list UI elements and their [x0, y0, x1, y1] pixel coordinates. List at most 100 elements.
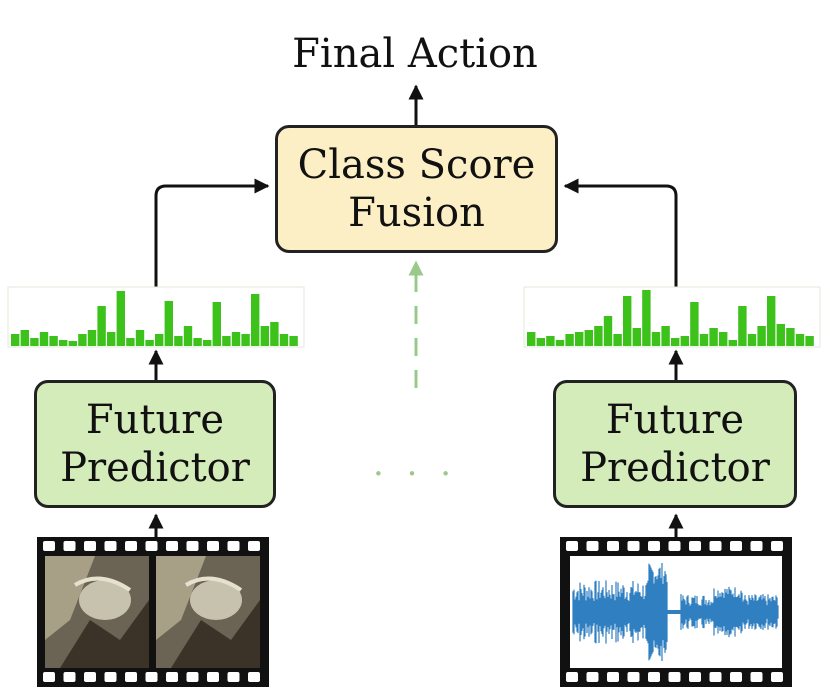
- sprocket-hole: [248, 672, 260, 682]
- sprocket-hole: [166, 541, 178, 551]
- sprocket-hole: [648, 672, 660, 682]
- histogram-bar: [776, 324, 785, 346]
- histogram-bar: [193, 338, 202, 346]
- histogram-bar: [39, 332, 49, 346]
- histogram-bar: [747, 334, 757, 346]
- histogram-bar: [270, 322, 279, 346]
- histogram-bar: [251, 294, 260, 346]
- histogram-bar: [738, 306, 747, 346]
- histogram-bar: [97, 306, 106, 346]
- sprocket-hole: [627, 672, 640, 682]
- histogram-bar: [757, 326, 766, 346]
- sprocket-hole: [771, 672, 783, 682]
- histogram-bar: [613, 334, 622, 346]
- sprocket-hole: [186, 672, 199, 682]
- video-frames-input: [37, 537, 269, 687]
- histogram-bar: [805, 336, 814, 346]
- histogram-bar: [49, 336, 58, 346]
- histogram-bar: [11, 334, 20, 346]
- predictor-left-line1: Future: [85, 397, 225, 443]
- sprocket-hole: [63, 541, 76, 551]
- histogram-bar: [690, 302, 699, 346]
- histogram-bar: [241, 334, 250, 346]
- sprocket-hole: [668, 672, 681, 682]
- histogram-bar: [183, 326, 193, 346]
- audio-waveform-input: [560, 537, 792, 687]
- sprocket-hole: [145, 672, 158, 682]
- histogram-bar: [651, 332, 661, 346]
- histogram-bar: [527, 332, 536, 346]
- histogram-bar: [728, 340, 737, 346]
- histogram-bar: [671, 338, 680, 346]
- sprocket-hole: [104, 541, 117, 551]
- sprocket-hole: [750, 672, 763, 682]
- sprocket-hole: [186, 541, 199, 551]
- sprocket-hole: [63, 672, 76, 682]
- sprocket-hole: [586, 541, 599, 551]
- predictor-right-line1: Future: [605, 397, 745, 443]
- histogram-bar: [164, 301, 173, 346]
- histogram-bar: [786, 328, 795, 346]
- arrow-right-to-fusion: [563, 178, 678, 287]
- sprocket-hole: [607, 672, 619, 682]
- sprocket-hole: [84, 672, 96, 682]
- sprocket-hole: [709, 672, 722, 682]
- histogram-bar: [555, 340, 565, 346]
- histogram-bar: [107, 332, 116, 346]
- sprocket-hole: [668, 541, 681, 551]
- histogram-bar: [68, 341, 77, 346]
- histogram-bar: [289, 336, 298, 346]
- sprocket-hole: [145, 541, 158, 551]
- histogram-bar: [20, 330, 29, 346]
- histogram-bar: [565, 334, 574, 346]
- sprocket-hole: [125, 541, 137, 551]
- predictor-left-line2: Predictor: [60, 445, 250, 491]
- sprocket-hole: [566, 541, 578, 551]
- arrow-left-to-fusion: [154, 178, 270, 287]
- histogram-bar: [260, 326, 269, 346]
- sprocket-hole: [125, 672, 137, 682]
- sprocket-hole: [207, 541, 219, 551]
- sprocket-hole: [750, 541, 763, 551]
- sprocket-hole: [84, 541, 96, 551]
- histogram-bar: [623, 296, 632, 346]
- histogram-bar: [795, 334, 805, 346]
- histogram-bar: [222, 336, 231, 346]
- histogram-bar: [575, 332, 584, 346]
- histogram-bar: [536, 338, 545, 346]
- sprocket-hole: [104, 672, 117, 682]
- histogram-bar: [632, 328, 641, 346]
- fusion-line1: Class Score: [297, 142, 536, 188]
- predictor-right-line2: Predictor: [580, 445, 770, 491]
- sprocket-hole: [586, 672, 599, 682]
- histogram-bar: [642, 290, 651, 346]
- sprocket-hole: [689, 672, 701, 682]
- histogram-bar: [279, 334, 289, 346]
- sprocket-hole: [248, 541, 260, 551]
- sprocket-hole: [709, 541, 722, 551]
- histogram-bar: [78, 334, 87, 346]
- histogram-bar: [116, 291, 125, 346]
- histogram-bar: [203, 340, 212, 346]
- future-predictor-right: Future Predictor: [553, 380, 797, 508]
- sprocket-hole: [607, 541, 619, 551]
- class-score-histogram-left: [7, 286, 305, 348]
- sprocket-hole: [43, 541, 55, 551]
- sprocket-hole: [43, 672, 55, 682]
- histogram-bar: [155, 334, 164, 346]
- class-score-histogram-right: [523, 286, 821, 348]
- fusion-line2: Fusion: [348, 190, 485, 236]
- sprocket-hole: [730, 541, 742, 551]
- sprocket-hole: [730, 672, 742, 682]
- sprocket-hole: [207, 672, 219, 682]
- final-action-label: Final Action: [292, 31, 538, 77]
- future-predictor-left: Future Predictor: [34, 380, 276, 508]
- histogram-bar: [126, 338, 135, 346]
- histogram-bar: [680, 336, 689, 346]
- sprocket-hole: [771, 541, 783, 551]
- histogram-bar: [584, 330, 593, 346]
- histogram-bar: [699, 334, 709, 346]
- sprocket-hole: [627, 541, 640, 551]
